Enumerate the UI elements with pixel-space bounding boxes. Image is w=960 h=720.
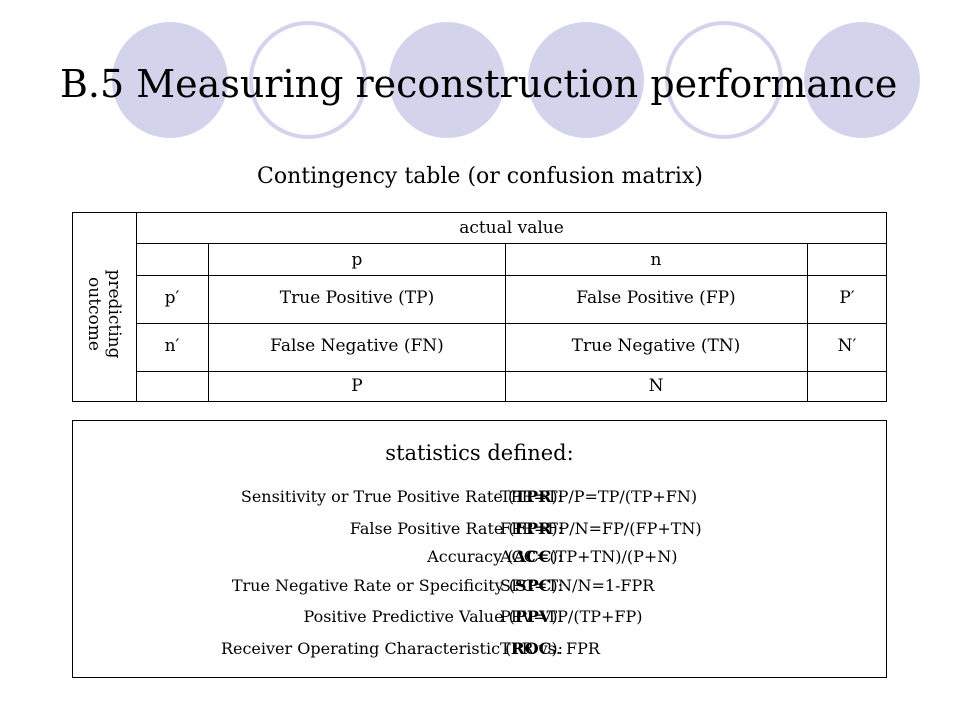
row-label-n: n′ bbox=[164, 336, 180, 356]
stat-label: Positive Predictive Value (PPV): bbox=[303, 607, 563, 626]
table-border-bottom bbox=[72, 401, 887, 402]
table-divider-v1 bbox=[136, 212, 137, 402]
circle-3 bbox=[389, 22, 505, 138]
stat-label-text: False Positive Rate ( bbox=[349, 519, 515, 538]
side-label-line1: predicting bbox=[104, 269, 124, 359]
col-total-n: N bbox=[648, 376, 664, 396]
stat-label-close: ): bbox=[551, 639, 563, 658]
decorative-circles bbox=[112, 21, 920, 139]
stat-row: Accuracy (ACC): ACC=(TP+TN)/(P+N) bbox=[73, 547, 886, 569]
table-border-top bbox=[72, 212, 887, 213]
row-total-p: P′ bbox=[839, 288, 855, 308]
stat-abbr: ACC bbox=[513, 547, 552, 566]
stat-label-close: ): bbox=[551, 576, 563, 595]
table-divider-h2 bbox=[136, 275, 887, 276]
stat-row: True Negative Rate or Specificity (SPC):… bbox=[73, 576, 886, 598]
circle-2 bbox=[249, 21, 367, 139]
statistics-box: statistics defined: Sensitivity or True … bbox=[72, 420, 887, 678]
stat-label-text: True Negative Rate or Specificity ( bbox=[231, 576, 516, 595]
table-border-left bbox=[72, 212, 73, 402]
statistics-heading: statistics defined: bbox=[385, 441, 574, 465]
stat-definition: TPR=TP/P=TP/(TP+FN) bbox=[500, 487, 698, 506]
row-total-n: N′ bbox=[837, 336, 857, 356]
stat-definition: FPR=FP/N=FP/(FP+TN) bbox=[500, 519, 702, 538]
stat-definition: PPV=TP/(TP+FP) bbox=[500, 607, 643, 626]
row-label-p: p′ bbox=[164, 288, 180, 308]
stat-definition: ACC=(TP+TN)/(P+N) bbox=[500, 547, 678, 566]
table-divider-h4 bbox=[136, 371, 887, 372]
col-header-p: p bbox=[351, 250, 363, 270]
slide-title: B.5 Measuring reconstruction performance bbox=[60, 62, 898, 106]
table-divider-h1 bbox=[136, 243, 887, 244]
stat-definition: TPR vs. FPR bbox=[500, 639, 600, 658]
cell-false-negative: False Negative (FN) bbox=[270, 336, 444, 356]
cell-false-positive: False Positive (FP) bbox=[576, 288, 736, 308]
slide-subtitle: Contingency table (or confusion matrix) bbox=[257, 164, 703, 189]
stat-label: Accuracy (ACC): bbox=[427, 547, 563, 566]
stat-label: Sensitivity or True Positive Rate (TPR): bbox=[241, 487, 563, 506]
circle-5 bbox=[665, 21, 783, 139]
stat-row: False Positive Rate (FPR): FPR=FP/N=FP/(… bbox=[73, 519, 886, 541]
stat-label-text: Receiver Operating Characteristic ( bbox=[220, 639, 512, 658]
circle-6 bbox=[804, 22, 920, 138]
stat-label-text: Positive Predictive Value ( bbox=[303, 607, 515, 626]
stat-label: Receiver Operating Characteristic (ROC): bbox=[221, 639, 563, 658]
stat-label-close: ): bbox=[551, 519, 563, 538]
cell-true-negative: True Negative (TN) bbox=[571, 336, 741, 356]
col-header-n: n bbox=[650, 250, 662, 270]
stat-abbr: PPV bbox=[514, 607, 552, 626]
stat-label-close: ): bbox=[551, 487, 563, 506]
stat-row: Sensitivity or True Positive Rate (TPR):… bbox=[73, 487, 886, 509]
cell-true-positive: True Positive (TP) bbox=[279, 288, 435, 308]
stat-abbr: TPR bbox=[514, 487, 552, 506]
circle-4 bbox=[528, 22, 644, 138]
stat-row: Receiver Operating Characteristic (ROC):… bbox=[73, 639, 886, 661]
table-divider-h3 bbox=[136, 323, 887, 324]
circle-1 bbox=[112, 22, 228, 138]
actual-value-header: actual value bbox=[459, 218, 564, 238]
side-label-line2: outcome bbox=[84, 277, 104, 351]
stat-definition: SPC=TN/N=1-FPR bbox=[500, 576, 655, 595]
stat-abbr: ROC bbox=[511, 639, 552, 658]
stat-label: False Positive Rate (FPR): bbox=[350, 519, 563, 538]
stat-abbr: SPC bbox=[515, 576, 552, 595]
table-border-right bbox=[886, 212, 887, 402]
contingency-table bbox=[72, 212, 887, 402]
stat-label-close: ): bbox=[551, 547, 563, 566]
stat-label-close: ): bbox=[551, 607, 563, 626]
stat-label-text: Accuracy ( bbox=[427, 547, 514, 566]
stat-label: True Negative Rate or Specificity (SPC): bbox=[232, 576, 563, 595]
stat-label-text: Sensitivity or True Positive Rate ( bbox=[240, 487, 515, 506]
stat-row: Positive Predictive Value (PPV): PPV=TP/… bbox=[73, 607, 886, 629]
col-total-p: P bbox=[351, 376, 363, 396]
stat-abbr: FPR bbox=[514, 519, 552, 538]
